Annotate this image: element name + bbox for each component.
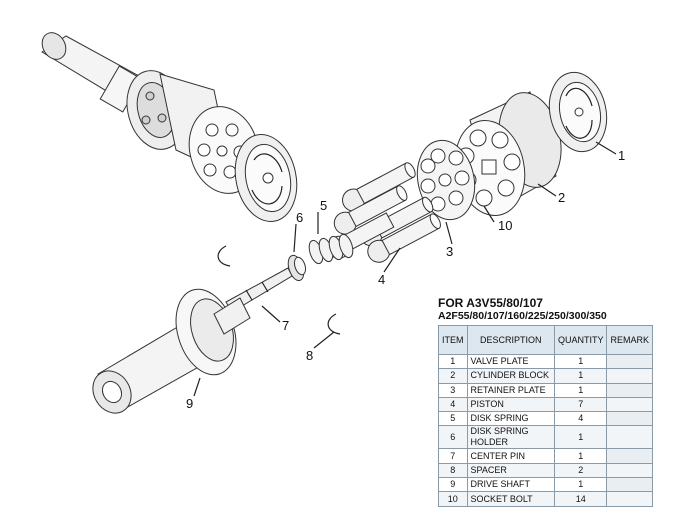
row-description: PISTON	[466, 396, 555, 413]
row-item: 1	[438, 353, 468, 370]
row-item: 5	[438, 411, 468, 427]
table-row: 3 RETAINER PLATE 1	[438, 382, 653, 398]
table-row: 4 PISTON 7	[438, 396, 653, 413]
table-row: 9 DRIVE SHAFT 1	[438, 477, 653, 493]
row-description: VALVE PLATE	[466, 353, 555, 370]
row-item: 4	[438, 396, 468, 413]
parts-table: ITEM DESCRIPTION QUANTITY REMARK 1 VALVE…	[438, 325, 653, 507]
table-header-row: ITEM DESCRIPTION QUANTITY REMARK	[438, 325, 653, 355]
table-row: 5 DISK SPRING 4	[438, 411, 653, 427]
callout-5: 5	[320, 198, 327, 213]
table-row: 1 VALVE PLATE 1	[438, 353, 653, 370]
row-description: DISK SPRING HOLDER	[466, 425, 555, 450]
upper-shaft-assembly	[41, 32, 260, 194]
disk-springs	[308, 233, 354, 265]
retainer-plate	[416, 139, 476, 221]
parts-list-subtitle: A2F55/80/107/160/225/250/300/350	[438, 310, 607, 322]
parts-list: FOR A3V55/80/107 A2F55/80/107/160/225/25…	[438, 296, 653, 507]
row-description: DRIVE SHAFT	[466, 477, 555, 493]
spacers	[217, 245, 341, 335]
row-description: DISK SPRING	[466, 411, 555, 427]
row-quantity: 1	[553, 368, 608, 384]
row-quantity: 1	[553, 425, 608, 450]
row-description: SOCKET BOLT	[466, 491, 555, 507]
header-remark: REMARK	[606, 325, 653, 355]
row-description: CYLINDER BLOCK	[466, 368, 555, 384]
callout-9: 9	[186, 396, 193, 411]
row-quantity: 14	[553, 491, 608, 507]
row-item: 9	[438, 477, 468, 493]
row-item: 8	[438, 462, 468, 479]
header-quantity: QUANTITY	[553, 325, 608, 355]
drive-shaft	[92, 288, 251, 414]
table-row: 2 CYLINDER BLOCK 1	[438, 368, 653, 384]
row-item: 3	[438, 382, 468, 398]
callout-4: 4	[378, 272, 385, 287]
header-description: DESCRIPTION	[466, 325, 555, 355]
row-quantity: 1	[553, 477, 608, 493]
row-item: 7	[438, 448, 468, 464]
callout-10: 10	[498, 218, 512, 233]
row-remark	[606, 411, 653, 427]
header-item: ITEM	[438, 325, 468, 355]
callout-7: 7	[282, 318, 289, 333]
callout-leaders	[193, 141, 617, 397]
row-remark	[606, 353, 653, 370]
row-quantity: 1	[553, 353, 608, 370]
table-row: 7 CENTER PIN 1	[438, 448, 653, 464]
row-quantity: 4	[553, 411, 608, 427]
row-quantity: 7	[553, 396, 608, 413]
row-item: 2	[438, 368, 468, 384]
row-remark	[606, 382, 653, 398]
table-row: 10 SOCKET BOLT 14	[438, 491, 653, 507]
row-remark	[606, 425, 653, 450]
row-remark	[606, 462, 653, 479]
upper-valve-plate	[234, 134, 298, 222]
row-description: RETAINER PLATE	[466, 382, 555, 398]
row-description: SPACER	[466, 462, 555, 479]
callout-2: 2	[558, 190, 565, 205]
row-description: CENTER PIN	[466, 448, 555, 464]
disk-spring-holder	[287, 254, 307, 282]
row-quantity: 1	[553, 448, 608, 464]
table-row: 6 DISK SPRING HOLDER 1	[438, 425, 653, 450]
row-item: 10	[438, 491, 468, 507]
table-row: 8 SPACER 2	[438, 462, 653, 479]
valve-plate	[548, 71, 608, 153]
row-remark	[606, 396, 653, 413]
parts-list-title: FOR A3V55/80/107	[438, 296, 543, 310]
callout-3: 3	[446, 244, 453, 259]
row-item: 6	[438, 425, 468, 450]
row-remark	[606, 368, 653, 384]
row-quantity: 2	[553, 462, 608, 479]
callout-1: 1	[618, 148, 625, 163]
row-remark	[606, 448, 653, 464]
callout-8: 8	[306, 348, 313, 363]
callout-6: 6	[296, 210, 303, 225]
row-remark	[606, 491, 653, 507]
row-remark	[606, 477, 653, 493]
row-quantity: 1	[553, 382, 608, 398]
